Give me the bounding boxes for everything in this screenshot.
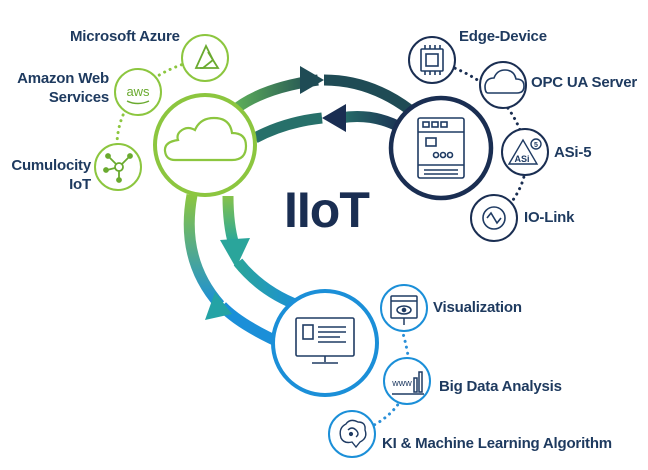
svg-text:ASi: ASi <box>514 154 529 164</box>
azure-icon <box>194 43 220 69</box>
label-asi5: ASi-5 <box>554 144 592 161</box>
monitor-icon <box>295 317 355 364</box>
network-hub-icon <box>103 153 133 183</box>
label-amazon-web-services: Amazon Web Services <box>12 69 109 107</box>
label-visualization: Visualization <box>433 299 522 316</box>
arrow-head-analytics-to-cloud <box>205 292 232 320</box>
io-link-icon <box>482 206 506 230</box>
label-amazon-line1: Amazon Web <box>17 70 109 87</box>
arrow-analytics-to-cloud <box>183 194 225 309</box>
diagram-title: IIoT <box>284 182 370 238</box>
big-data-icon-badge: www <box>383 357 431 405</box>
arrow-head-edge-to-cloud <box>322 104 346 132</box>
controller-device-icon <box>417 117 465 179</box>
network-hub-icon-badge <box>94 143 142 191</box>
azure-icon-badge <box>181 34 229 82</box>
arrow-head-cloud-to-analytics <box>220 238 250 268</box>
big-data-icon <box>392 371 424 395</box>
label-cumulocity-line1: Cumulocity <box>11 157 91 174</box>
aws-icon: aws <box>126 84 150 99</box>
brain-icon <box>339 419 367 449</box>
edge-hub <box>388 95 494 201</box>
aws-icon-badge: aws <box>114 68 162 116</box>
io-link-icon-badge <box>470 194 518 242</box>
label-opc-ua-server: OPC UA Server <box>531 74 638 91</box>
label-microsoft-azure: Microsoft Azure <box>70 28 180 45</box>
asi5-icon-badge: ASi 5 <box>501 128 549 176</box>
chip-icon-badge <box>408 36 456 84</box>
label-big-data-analysis: Big Data Analysis <box>439 378 562 395</box>
label-ki-machine-learning: KI & Machine Learning Algorithm <box>382 435 612 452</box>
svg-text:www: www <box>391 378 412 388</box>
label-amazon-line2: Services <box>48 89 109 106</box>
analytics-hub <box>271 289 379 397</box>
visualization-icon <box>390 295 418 325</box>
svg-text:5: 5 <box>534 142 538 149</box>
cloud-small-icon-badge <box>479 61 527 109</box>
label-cumulocity-iot: Cumulocity IoT <box>2 156 91 194</box>
label-cumulocity-line2: IoT <box>69 176 91 193</box>
cloud-small-icon <box>484 69 525 94</box>
visualization-icon-badge <box>380 284 428 332</box>
arrow-head-cloud-to-edge <box>300 66 324 94</box>
asi5-icon <box>507 138 542 165</box>
label-edge-device: Edge-Device <box>459 28 547 45</box>
cloud-hub <box>153 93 257 197</box>
label-io-link: IO-Link <box>524 209 575 226</box>
chip-icon <box>420 45 444 75</box>
brain-icon-badge <box>328 410 376 458</box>
arrow-cloud-to-analytics <box>222 195 240 247</box>
cloud-icon <box>163 116 248 162</box>
